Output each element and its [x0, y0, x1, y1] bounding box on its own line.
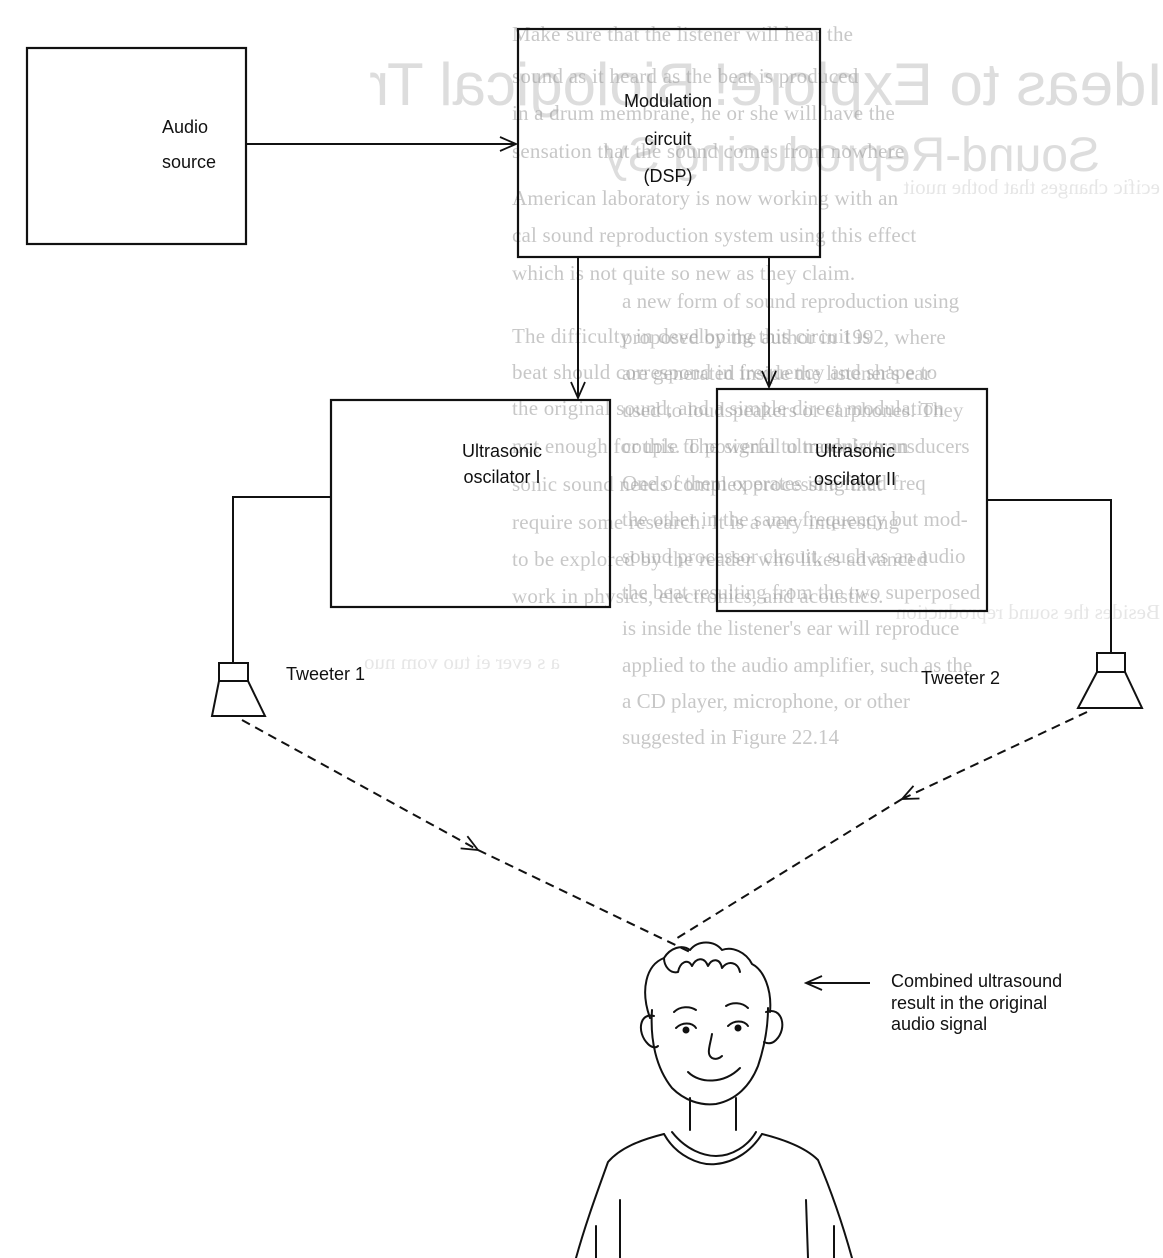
ghost-left-line: beat should correspond in frequency and … [512, 360, 938, 384]
listener-figure [575, 941, 853, 1258]
audio-source-label-line: source [162, 151, 217, 172]
audio-source-label-line: Audio [162, 117, 209, 137]
ghost-right-line: proposed by the author in 1992, where [622, 325, 946, 349]
annotation-line: audio signal [891, 1014, 988, 1035]
face-outline [650, 1007, 769, 1106]
left-eyebrow [673, 1006, 697, 1013]
right-eyebrow [725, 1002, 749, 1009]
shirt-collar-inner [671, 1131, 757, 1157]
ghost-left-line: in a drum membrane, he or she will have … [512, 101, 895, 125]
hair-fringe [663, 957, 741, 974]
oscillator-1-label: Ultrasonic oscilator I [442, 440, 562, 488]
mouth [687, 1067, 741, 1082]
oscillator-1-to-tweeter-1-wire [232, 496, 331, 663]
modulation-circuit-block [516, 27, 822, 259]
oscillator-1-block [329, 398, 612, 609]
ghost-left-line: American laboratory is now working with … [512, 186, 899, 210]
oscillator-2-block [715, 387, 989, 613]
tweeter-1-icon [210, 662, 267, 717]
ghost-right-line: a new form of sound reproduction using [622, 289, 960, 313]
ghost-left-line: to be explored by the reader who likes a… [512, 547, 928, 571]
modulation-label-line: (DSP) [643, 166, 693, 186]
right-pupil [734, 1024, 742, 1032]
hair [644, 941, 772, 1019]
left-shoulder [575, 1133, 665, 1258]
ghost-right-line: couple to powerful ultrasonic transducer… [622, 434, 970, 458]
ghost-left-line: not enough for this. The signal to modul… [512, 434, 909, 458]
oscillator-2-label-line: oscilator II [813, 468, 897, 489]
ghost-right-line: sound processor circuit, such as an audi… [622, 544, 966, 568]
modulation-circuit-label: Modulation circuit (DSP) [624, 90, 712, 188]
oscillator-1-label-line: Ultrasonic [461, 441, 543, 461]
ghost-left-line: cal sound reproduction system using this… [512, 223, 917, 247]
ghost-left-line: sound as it heard as the beat is produce… [512, 64, 859, 88]
modulation-label-line: Modulation [623, 91, 713, 111]
ghost-left-line: Make sure that the listener will hear th… [512, 22, 854, 46]
oscillator-2-label: Ultrasonic oscilator II [785, 440, 925, 490]
nose [707, 1033, 723, 1060]
left-eye [675, 1022, 697, 1029]
ghost-left-line: The difficulty in developing this circui… [512, 324, 871, 348]
tweeter-1-beam-arrow [241, 719, 478, 850]
ghost-right-line: the beat resulting from the two superpos… [622, 580, 981, 604]
ghost-right-line: applied to the audio amplifier, such as … [622, 653, 973, 677]
oscillator-2-to-tweeter-2-wire [987, 499, 1112, 653]
tweeter-1-label: Tweeter 1 [286, 664, 366, 684]
oscillator-2-label-line: Ultrasonic [814, 441, 896, 461]
right-shoulder [761, 1133, 853, 1258]
ghost-right-line: is inside the listener's ear will reprod… [622, 616, 960, 640]
tweeter-1-beam [477, 849, 691, 953]
left-ear [639, 1014, 659, 1049]
shirt-collar [663, 1133, 763, 1166]
ghost-right-line: the other in the same frequency but mod- [622, 507, 968, 531]
ghost-left-line: sensation that the sound comes from nowh… [512, 139, 905, 163]
tweeter-2-beam [673, 798, 903, 941]
ghost-right-line: suggested in Figure 22.14 [622, 725, 839, 749]
right-eye [727, 1020, 749, 1027]
audio-source-block [25, 46, 248, 246]
ghost-left-line: work in physics, electronics, and acoust… [512, 584, 884, 608]
right-ear [763, 1010, 784, 1045]
audio-source-label: Audio source [162, 116, 216, 173]
tweeter-2-beam-arrow [902, 711, 1088, 799]
ghost-left-line: require some research. It is a very inte… [512, 510, 900, 534]
annotation-line: result in the original [891, 992, 1048, 1013]
tweeter-2-label: Tweeter 2 [921, 668, 1001, 688]
oscillator-1-label-line: oscilator I [463, 466, 541, 487]
annotation-line: Combined ultrasound [891, 971, 1063, 991]
ghost-left-line: which is not quite so new as they claim. [512, 261, 856, 285]
ghost-right-line: One of them operates in a fixed freq [622, 471, 926, 495]
combined-ultrasound-annotation: Combined ultrasound result in the origin… [891, 971, 1062, 1036]
ghost-right-line: used to loudspeakers or earphones. They [622, 398, 964, 422]
torso-right [805, 1199, 809, 1258]
left-pupil [682, 1026, 690, 1034]
ghost-right-line: a CD player, microphone, or other [622, 689, 910, 713]
ghost-left-line: sonic sound needs complex processing tha… [512, 472, 883, 496]
tweeter-2-icon [1076, 652, 1144, 709]
modulation-label-line: circuit [644, 128, 692, 149]
